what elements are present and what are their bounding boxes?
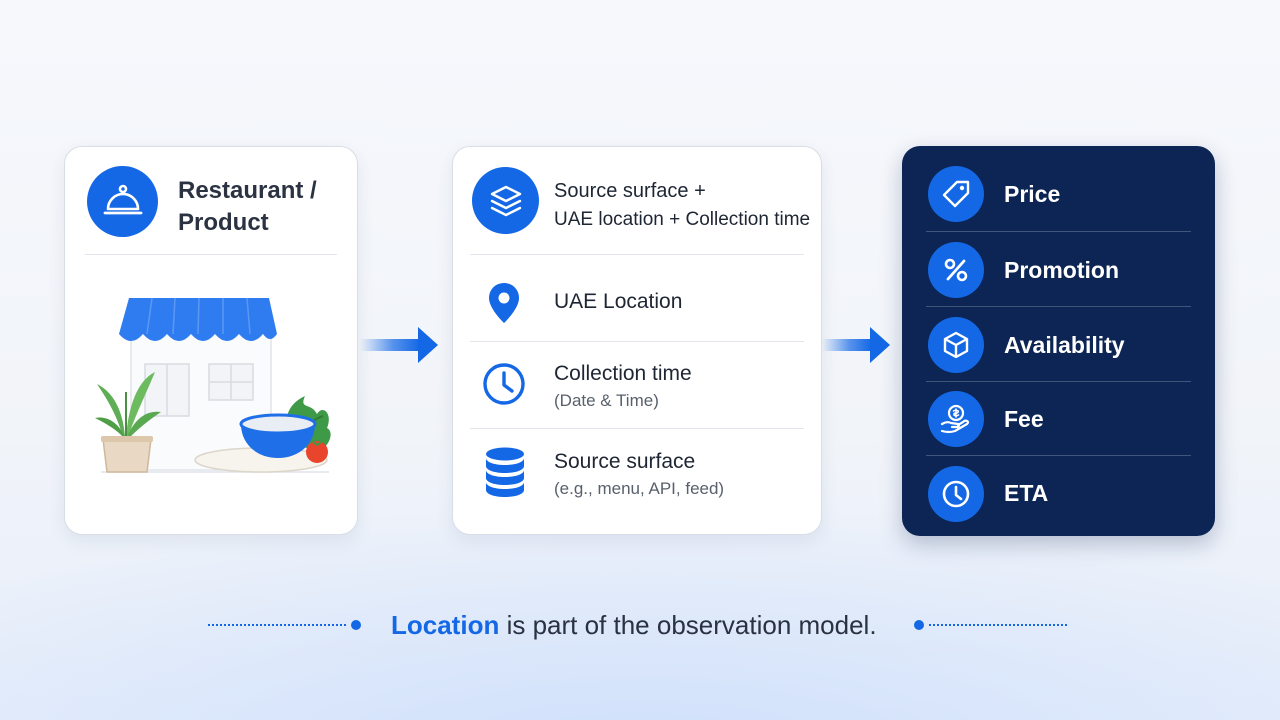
context-item-source-title: Source surface <box>554 450 696 473</box>
entity-divider <box>85 254 337 255</box>
attr-label-eta: ETA <box>1004 480 1049 506</box>
price-tag-icon <box>928 166 984 222</box>
entity-card: Restaurant / Product <box>64 146 358 535</box>
database-icon <box>483 446 527 503</box>
context-card: Source surface + UAE location + Collecti… <box>452 146 822 535</box>
attributes-card: Price Promotion Availability Fee <box>902 146 1215 536</box>
box-icon <box>928 317 984 373</box>
attr-label-promotion: Promotion <box>1004 257 1119 283</box>
attr-divider-4 <box>926 455 1191 456</box>
storefront-illustration <box>95 297 331 473</box>
attr-label-availability: Availability <box>1004 332 1125 358</box>
layers-icon <box>472 167 539 234</box>
footer-text: Location is part of the observation mode… <box>391 610 877 641</box>
footer-rest: is part of the observation model. <box>499 610 877 640</box>
hand-coin-icon <box>928 391 984 447</box>
footer-emphasis: Location <box>391 610 500 640</box>
footer-dotline-right <box>929 624 1067 626</box>
location-pin-icon <box>481 280 527 331</box>
context-header-line2: UAE location + Collection time <box>554 209 811 230</box>
attr-divider-2 <box>926 306 1191 307</box>
footer-dot-right <box>914 620 924 630</box>
clock-icon <box>481 361 527 412</box>
attr-divider-1 <box>926 231 1191 232</box>
eta-clock-icon <box>928 466 984 522</box>
flow-arrow-2 <box>822 327 890 363</box>
context-divider-1 <box>470 254 804 255</box>
context-divider-3 <box>470 428 804 429</box>
context-item-time-sub: (Date & Time) <box>554 391 659 410</box>
attr-label-price: Price <box>1004 181 1061 207</box>
footer-caption: Location is part of the observation mode… <box>0 606 1280 646</box>
attr-divider-3 <box>926 381 1191 382</box>
context-header-line1: Source surface + <box>554 180 706 202</box>
percent-icon <box>928 242 984 298</box>
footer-dotline-left <box>208 624 346 626</box>
footer-dot-left <box>351 620 361 630</box>
entity-title: Restaurant / Product <box>178 177 317 236</box>
flow-arrow-1 <box>360 327 438 363</box>
context-item-source-sub: (e.g., menu, API, feed) <box>554 479 725 498</box>
context-item-time-title: Collection time <box>554 362 692 385</box>
context-divider-2 <box>470 341 804 342</box>
attr-label-fee: Fee <box>1004 406 1044 432</box>
cloche-icon <box>87 166 158 237</box>
context-item-location-title: UAE Location <box>554 290 683 313</box>
